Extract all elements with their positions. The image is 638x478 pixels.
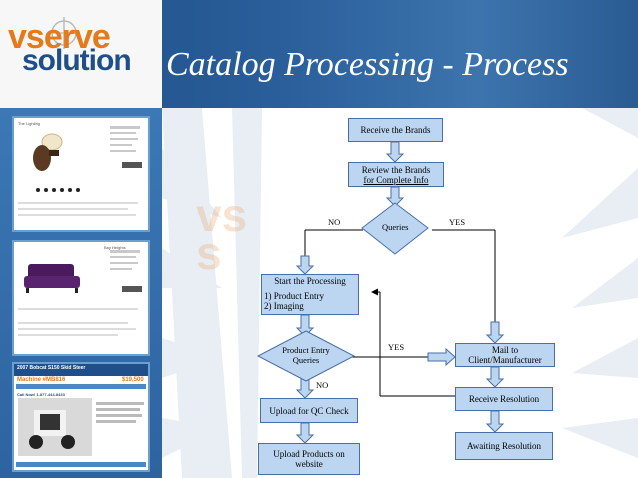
product-entry-queries-line1: Product Entry: [282, 345, 330, 355]
node-awaiting-resolution-label: Awaiting Resolution: [467, 441, 541, 451]
node-start-processing: Start the Processing 1) Product Entry 2)…: [261, 274, 359, 315]
arrow-upload-to-website: [295, 422, 315, 444]
node-awaiting-resolution: Awaiting Resolution: [455, 432, 553, 460]
node-upload-products: Upload Products on website: [258, 443, 360, 475]
wall-light-image: [18, 126, 142, 216]
sunburst-background: [162, 108, 638, 478]
arrow-receive-to-awaiting: [485, 410, 505, 433]
bobcat-image: [16, 384, 146, 467]
arrow-receive-to-review: [385, 141, 405, 163]
thumbnail-bobcat: 2007 Bobcat S150 Skid Steer Machine #MB8…: [12, 362, 150, 472]
thumb3-subtitle: Machine #MB816: [17, 377, 66, 383]
arrow-review-to-queries: [385, 186, 405, 207]
arrow-no-to-start: [295, 255, 315, 275]
node-receive-brands: Receive the Brands: [348, 118, 443, 142]
node-receive-resolution-label: Receive Resolution: [468, 394, 540, 404]
edge-label-no-bottom: NO: [316, 380, 329, 390]
thumbnail-sofa: Bay Heights: [12, 240, 150, 356]
logo-text-top: vserve: [8, 18, 111, 56]
company-logo: vserve solution: [0, 0, 162, 108]
thumb3-title: 2007 Bobcat S150 Skid Steer: [17, 365, 86, 371]
node-step-product-entry: 1) Product Entry: [264, 291, 324, 301]
node-receive-resolution: Receive Resolution: [455, 387, 553, 411]
thumb3-price: $19,500: [122, 377, 144, 383]
node-mail-client-label: Mail to Client/Manufacturer: [468, 345, 542, 365]
arrow-yes-to-mail: [485, 321, 505, 344]
node-review-brands: Review the Brands for Complete Info: [348, 162, 444, 187]
arrow-entry-yes: [427, 347, 456, 367]
thumb3-call: Call Now! 1-877-444-8433: [17, 392, 65, 397]
node-start-processing-title: Start the Processing: [274, 276, 346, 286]
edge-label-no-top: NO: [328, 217, 341, 227]
sofa-image: [18, 250, 142, 336]
thumbnail-wall-light: The Lighting: [12, 116, 150, 232]
node-review-brands-line1: Review the Brands: [361, 165, 431, 175]
queries-label: Queries: [382, 222, 409, 232]
product-entry-queries-line2: Queries: [292, 355, 320, 365]
thumb2-brand: Bay Heights: [104, 245, 126, 250]
node-receive-brands-label: Receive the Brands: [360, 125, 431, 135]
node-step-imaging: 2) Imaging: [264, 301, 304, 311]
target-crosshair-icon: [48, 17, 80, 49]
node-mail-client: Mail to Client/Manufacturer: [455, 343, 555, 367]
edge-label-yes-top: YES: [449, 217, 466, 227]
node-upload-qc-label: Upload for QC Check: [269, 405, 349, 416]
node-upload-products-label: Upload Products on website: [273, 449, 345, 469]
node-review-brands-line2: for Complete Info: [363, 175, 429, 185]
queries-diamond: [361, 202, 429, 255]
edge-label-yes-mid: YES: [388, 342, 405, 352]
product-entry-queries-label: Product Entry Queries: [280, 345, 332, 365]
thumb1-brand: The Lighting: [18, 121, 41, 126]
slide-title: Catalog Processing - Process: [166, 46, 569, 83]
node-upload-qc: Upload for QC Check: [260, 398, 358, 423]
product-entry-queries-diamond: [256, 330, 356, 382]
logo-text-bottom: solution: [22, 44, 132, 77]
arrow-mail-to-receive: [485, 366, 505, 388]
